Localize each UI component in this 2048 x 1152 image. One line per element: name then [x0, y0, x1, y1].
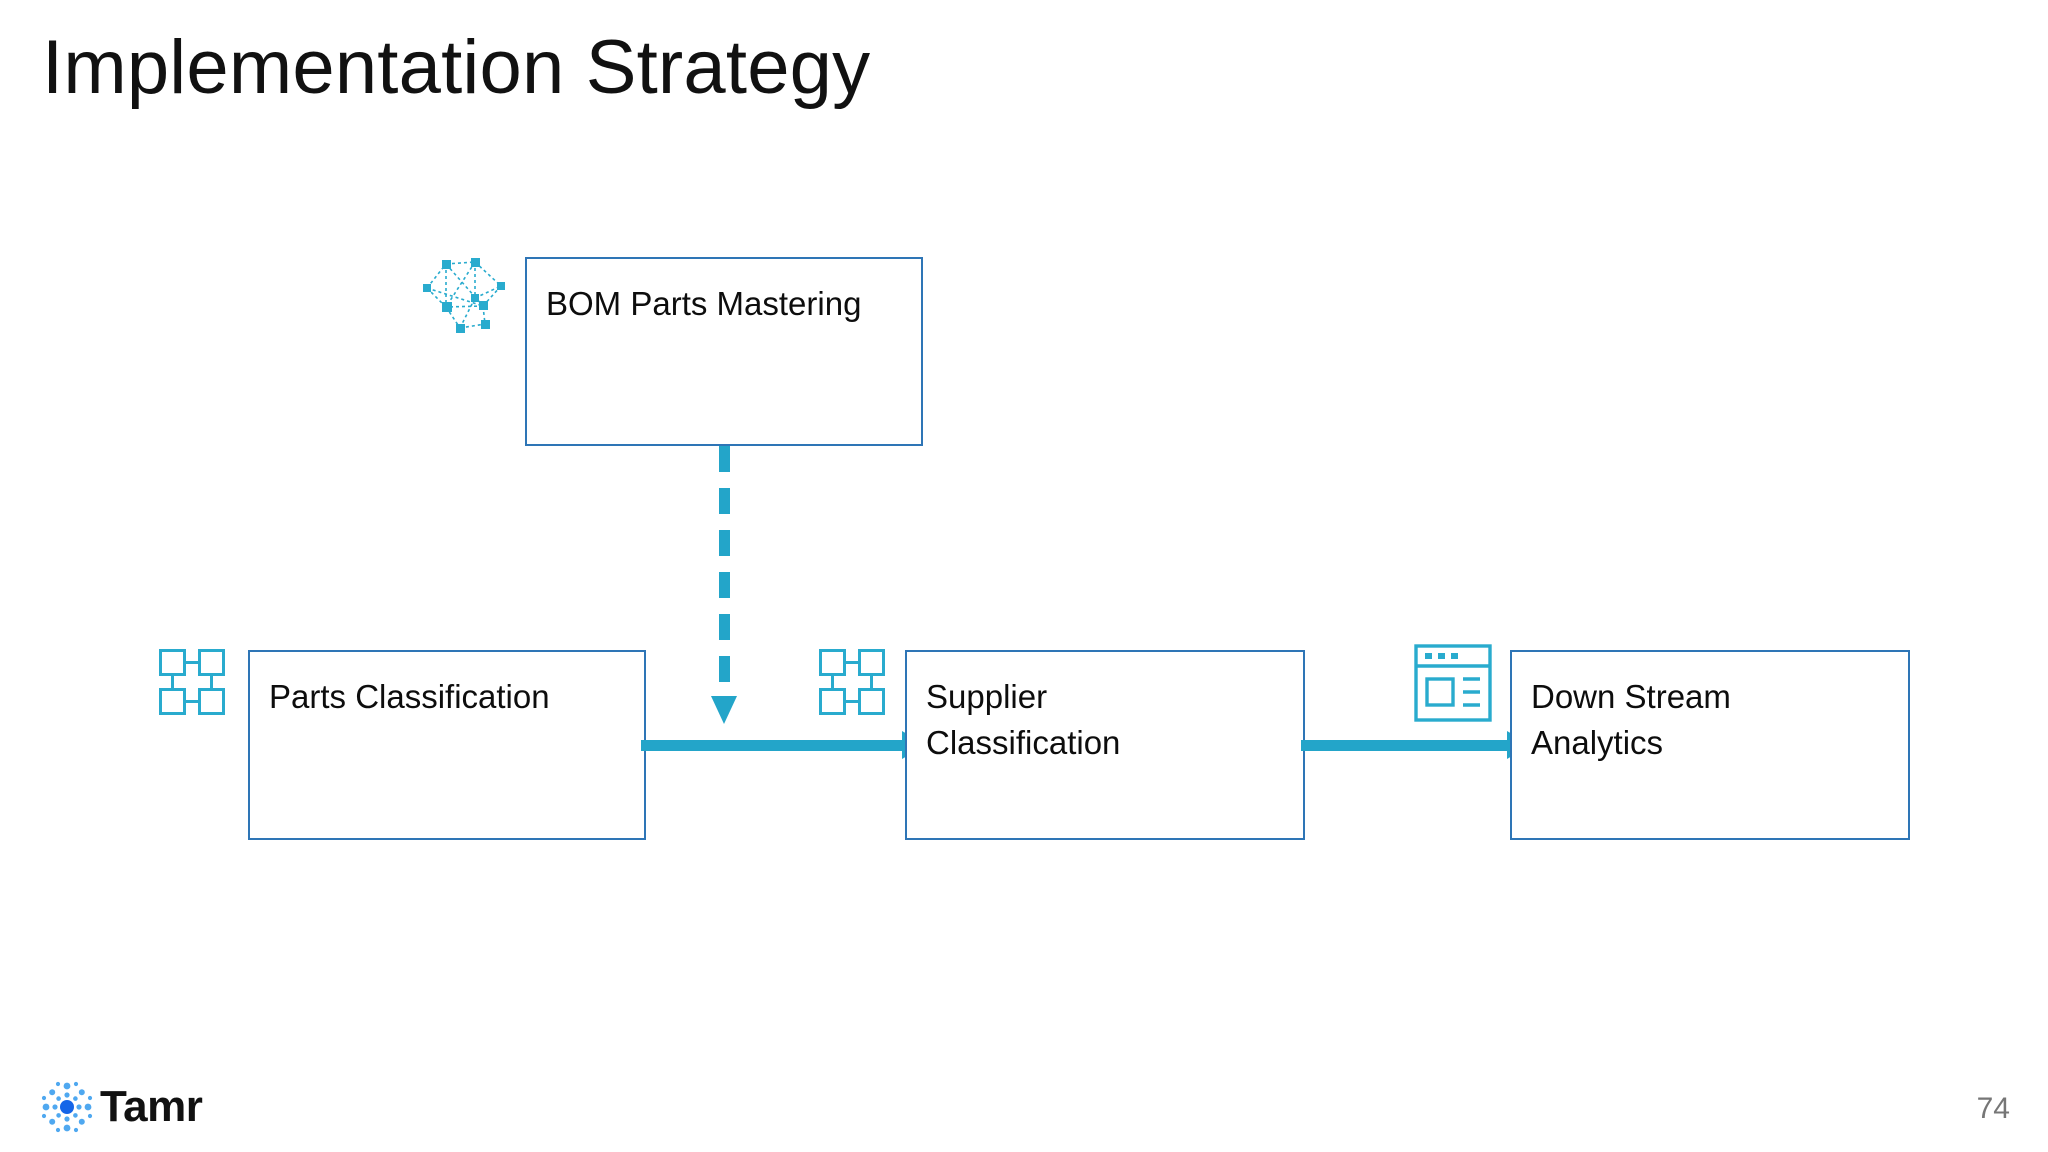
network-graph-icon	[413, 250, 517, 342]
arrow-line	[1301, 740, 1510, 751]
tamr-wordmark: Tamr	[100, 1082, 203, 1131]
process-box-parts-classification[interactable]: Parts Classification	[248, 650, 646, 840]
tamr-logo-mark-icon	[38, 1078, 96, 1136]
tamr-logo: Tamr	[38, 1078, 208, 1136]
connector-bom-to-parts-flow	[711, 446, 737, 726]
dashed-line	[719, 446, 730, 701]
page-number: 74	[1976, 1092, 2010, 1125]
process-box-down-stream-analytics[interactable]: Down Stream Analytics	[1510, 650, 1910, 840]
classification-grid-icon	[158, 648, 226, 716]
process-box-label: Supplier Classification	[926, 678, 1121, 761]
process-box-bom-parts-mastering[interactable]: BOM Parts Mastering	[525, 257, 923, 446]
process-box-supplier-classification[interactable]: Supplier Classification	[905, 650, 1305, 840]
connector-parts-to-supplier	[641, 731, 926, 759]
process-box-label: BOM Parts Mastering	[546, 285, 862, 322]
process-box-label: Down Stream Analytics	[1531, 678, 1731, 761]
arrow-line	[641, 740, 905, 751]
connector-supplier-to-down-stream	[1301, 731, 1531, 759]
process-box-label: Parts Classification	[269, 678, 550, 715]
page-title: Implementation Strategy	[42, 25, 871, 110]
arrowhead-down-icon	[711, 696, 737, 724]
classification-grid-icon	[818, 648, 886, 716]
dashboard-icon	[1414, 644, 1492, 722]
